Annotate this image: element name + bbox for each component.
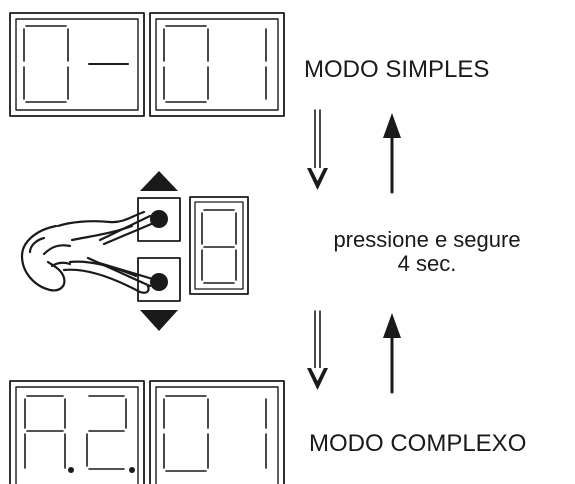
bottom-digit-2 xyxy=(86,395,135,473)
arrow-up-upper xyxy=(383,113,401,194)
duration-text: 4 sec. xyxy=(397,251,457,276)
complex-mode-label: MODO COMPLEXO xyxy=(309,430,527,457)
middle-digit-8 xyxy=(201,209,237,284)
top-display xyxy=(9,12,285,117)
middle-display xyxy=(189,196,249,295)
top-digit-0 xyxy=(23,25,69,103)
simple-mode-label: MODO SIMPLES xyxy=(304,56,490,83)
bottom-display xyxy=(9,380,285,484)
arrow-down-upper xyxy=(307,109,328,190)
top-digit-0b xyxy=(163,25,209,103)
triangle-up-icon xyxy=(140,171,178,191)
press-hold-text: pressione e segure xyxy=(333,227,521,252)
press-hold-instruction: pressione e segure 4 sec. xyxy=(301,228,553,276)
bottom-digit-0 xyxy=(163,395,209,472)
double-arrow-down-icon xyxy=(307,310,328,390)
hand-pointing-icon xyxy=(20,210,158,294)
triangle-down-icon xyxy=(140,310,178,331)
down-button xyxy=(137,257,181,302)
bottom-digit-A xyxy=(24,395,74,473)
arrow-up-icon xyxy=(383,313,401,394)
